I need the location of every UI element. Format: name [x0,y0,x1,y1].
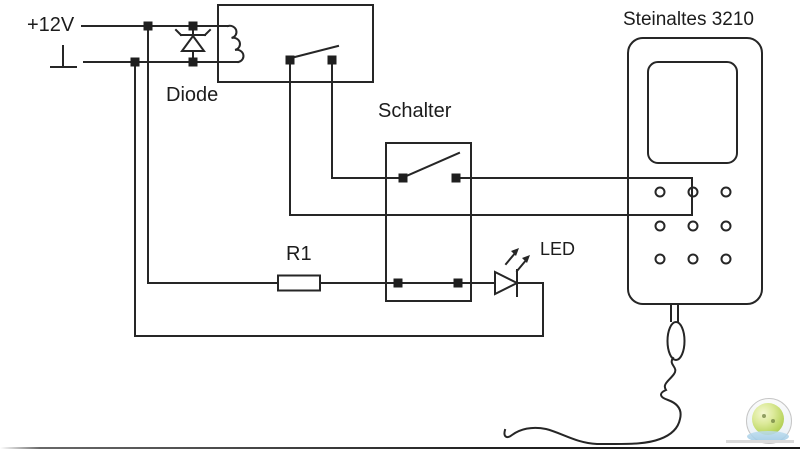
headset-plug-icon [666,321,686,361]
wire-relay-to-switch [331,59,404,179]
diode-triangle-icon [180,34,206,52]
label-phone-title: Steinaltes 3210 [623,9,754,30]
phone-key [720,220,732,232]
wire-12v-to-resistor [147,25,279,284]
watermark-sphere-icon [752,403,784,435]
phone-key [654,220,666,232]
watermark-dot [762,414,766,418]
resistor-icon [277,274,321,292]
label-resistor: R1 [286,243,312,265]
wire-led-return [134,61,544,337]
label-led: LED [540,239,576,259]
switch-box [385,142,472,302]
led-emission-arrows [504,248,530,273]
junction-dots [130,21,463,288]
watermark-water-icon [747,431,789,442]
watermark-dot [771,419,775,423]
relay-contact-blade [289,44,340,60]
relay-box [217,4,374,83]
label-supply-voltage: +12V [27,14,75,36]
watermark-underline [726,440,794,443]
label-diode: Diode [166,84,219,106]
phone-key [687,220,699,232]
video-frame-line [0,447,800,449]
relay-coil-icon [226,24,245,64]
headset-cable [503,356,682,445]
plug-stem [670,304,679,322]
phone-screen [647,61,738,164]
watermark-logo [744,398,794,446]
led-triangle-icon [494,270,520,296]
phone-key [654,186,666,198]
phone-key [720,186,732,198]
phone-key [720,253,732,265]
phone-key [654,253,666,265]
phone-key [687,253,699,265]
label-switch: Schalter [378,100,452,122]
ground-icon [50,45,77,68]
wire-relay-common-to-phone [289,59,693,216]
switch-blade [402,151,461,179]
